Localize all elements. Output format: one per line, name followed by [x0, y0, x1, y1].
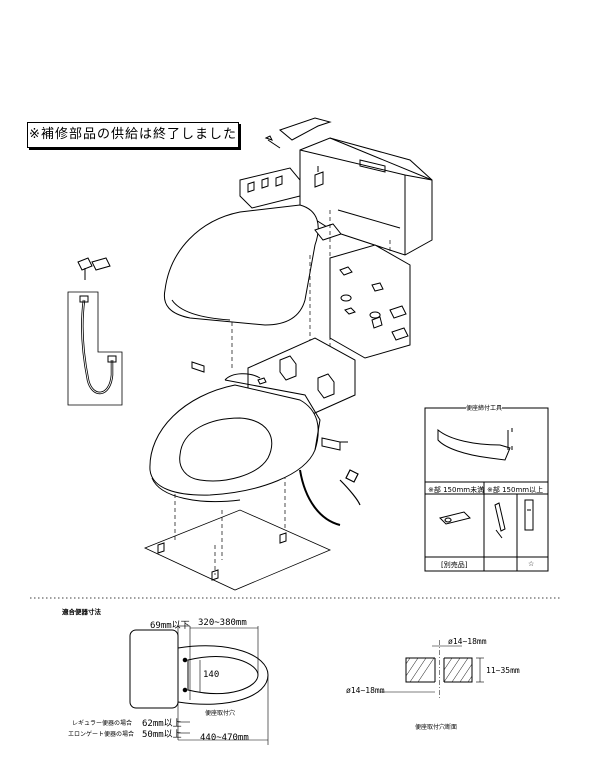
regular-label: レギュラー便器の場合: [72, 720, 133, 727]
hole-thickness: 11~35mm: [486, 666, 520, 675]
hole-section-caption: 便座取付穴断面: [415, 724, 458, 731]
toilet-outline: [129, 629, 269, 709]
clip-icon: [314, 166, 324, 188]
cover-part: [278, 117, 332, 141]
hole-section: [380, 640, 484, 700]
dim-height: 140: [203, 670, 220, 680]
hardware-panel: [329, 244, 411, 359]
discontinued-notice: ※補修部品の供給は終了しました: [27, 122, 239, 148]
elongated-label: エロンゲート便器の場合: [68, 731, 135, 738]
seat: [149, 373, 321, 503]
inset-note-2: ※部 150mm以上: [487, 486, 544, 494]
connector-icon: [321, 437, 348, 451]
water-supply: [67, 257, 123, 406]
inset-note-1: ※部 150mm未満: [428, 486, 485, 494]
dim-range-top: 320~380mm: [198, 618, 247, 628]
inset-star: ☆: [528, 560, 535, 568]
control-unit: [299, 137, 433, 256]
inset-title: 便座締付工具: [466, 403, 503, 412]
floor-plate: [143, 509, 332, 591]
dim-width-top: 69mm以下: [150, 621, 190, 631]
hole-dia-bottom: ø14~18mm: [346, 686, 385, 695]
bracket-part: [239, 167, 301, 209]
screw-icon: [264, 135, 281, 149]
inset-separate-label: [別売品]: [441, 561, 468, 569]
dimension-section-title: 適合便器寸法: [62, 608, 101, 616]
lid: [163, 204, 319, 326]
elongated-value: 50mm以上: [142, 730, 182, 740]
nozzle-hose: [299, 469, 341, 526]
regular-value: 62mm以上: [142, 719, 182, 729]
dim-range-bottom: 440~470mm: [200, 733, 249, 743]
dim-hole-label: 便座取付穴: [205, 710, 236, 717]
hole-dia-top: ø14~18mm: [448, 637, 487, 646]
